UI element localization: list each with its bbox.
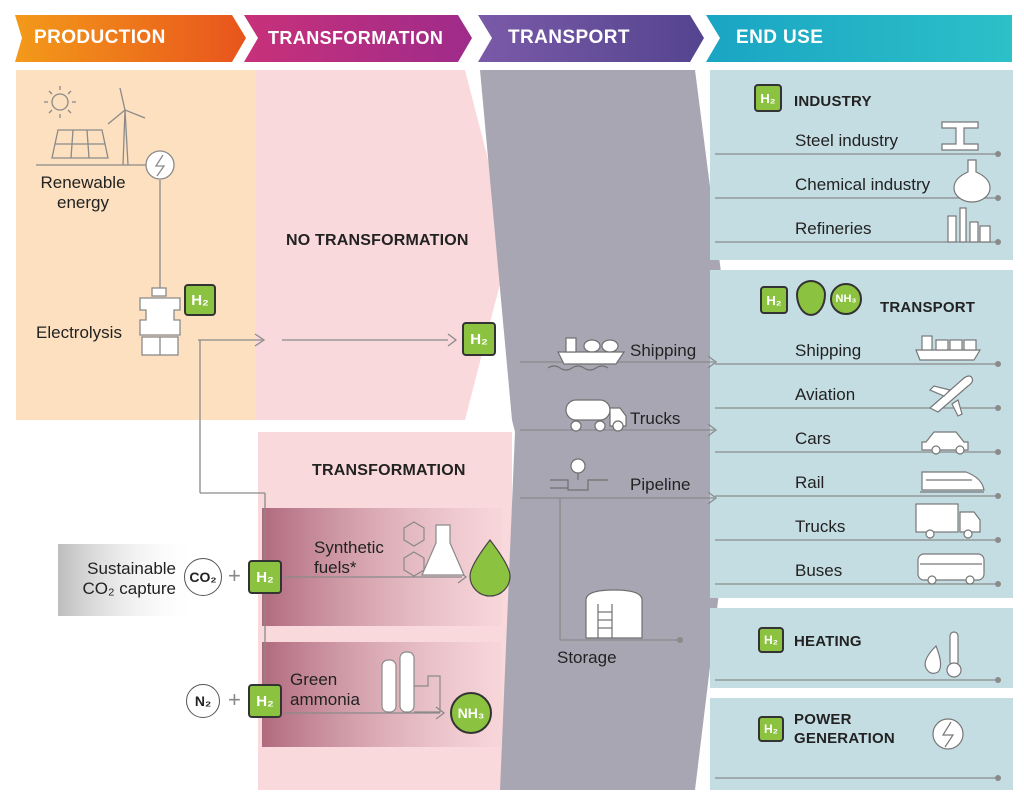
no-transformation-bg: [256, 70, 510, 420]
renewable-energy-label: Renewable energy: [40, 173, 126, 212]
power-icon: [932, 718, 964, 750]
nh3-label: NH₃: [457, 705, 485, 721]
storage-tank-icon: [585, 589, 643, 639]
heating-icon: [924, 631, 962, 678]
h2-label: H₂: [256, 692, 274, 710]
fuel-drop-icon: [469, 539, 511, 597]
pipeline-label: Pipeline: [630, 475, 691, 494]
h2-label: H₂: [256, 568, 274, 586]
power-title-line1: POWER: [794, 711, 852, 728]
hexagon-molecule-icon: [403, 521, 425, 577]
nh3-circle: NH₃: [450, 692, 492, 734]
nh3-label: NH₃: [835, 293, 857, 305]
co2-capture-band: [58, 544, 198, 616]
transport-item: Aviation: [795, 385, 856, 404]
nh3-badge-transport: NH₃: [830, 283, 862, 315]
production-header-bar: [15, 15, 246, 62]
h2-badge-synthetic: H₂: [248, 560, 282, 594]
production-bg: [16, 70, 271, 420]
transport-item: Rail: [795, 473, 825, 492]
h2-label: H₂: [766, 292, 782, 308]
transport-item: Cars: [795, 429, 831, 448]
fuel-drop-badge: [796, 280, 826, 316]
transport-item: Buses: [795, 561, 843, 580]
solar-panel-icon: [36, 129, 150, 166]
pipeline-icon: [550, 458, 608, 491]
transport-item: Shipping: [795, 341, 862, 360]
synthetic-fuels-band: [262, 508, 502, 626]
electrolyser-icon: [139, 287, 181, 356]
steel-beam-icon: [941, 121, 979, 151]
car-icon: [921, 431, 969, 455]
end-use-header: END USE: [736, 27, 824, 48]
co2-capture-label-line2: CO₂ capture: [82, 579, 176, 598]
ammonia-plant-icon: [381, 651, 441, 713]
co2-label: CO₂: [189, 569, 217, 585]
waves-icon: [547, 365, 609, 371]
transport-end-use-title: TRANSPORT: [880, 299, 976, 316]
industry-item: Chemical industry: [795, 175, 931, 194]
h2-badge-heating: H₂: [758, 627, 784, 653]
h2-label: H₂: [191, 291, 209, 309]
end-use-header-bar: [706, 15, 1012, 62]
n2-label: N₂: [194, 693, 212, 709]
flask-icon: [421, 524, 465, 576]
transport-header-bar: [478, 15, 704, 62]
transport-item: Trucks: [795, 517, 846, 536]
ship-icon: [557, 337, 626, 365]
h2-badge-electrolysis: H₂: [184, 284, 216, 316]
industry-item: Steel industry: [795, 131, 898, 150]
refinery-icon: [947, 207, 991, 243]
h2-badge-transport: H₂: [760, 286, 788, 314]
h2-badge-industry: H₂: [754, 84, 782, 112]
electrolysis-label: Electrolysis: [36, 323, 122, 342]
h2-label: H₂: [764, 633, 778, 647]
chemical-flask-icon: [953, 159, 991, 203]
transformation-header: TRANSFORMATION: [268, 27, 444, 48]
n2-circle: N₂: [186, 684, 220, 718]
transformation-header-bar: [244, 15, 472, 62]
wind-turbine-icon: [107, 87, 146, 166]
electricity-icon: [145, 150, 175, 180]
bus-icon: [917, 553, 985, 585]
transport-box: [710, 270, 1013, 598]
production-header: PRODUCTION: [34, 27, 166, 48]
co2-capture-label-line1: Sustainable: [87, 559, 176, 578]
h2-badge-no-transformation: H₂: [462, 322, 496, 356]
trucks-transport-label: Trucks: [630, 409, 681, 428]
train-icon: [920, 471, 985, 493]
h2-badge-power: H₂: [758, 716, 784, 742]
plus-co2: +: [228, 563, 241, 588]
industry-title: INDUSTRY: [794, 93, 872, 110]
h2-label: H₂: [764, 722, 778, 736]
synthetic-fuels-label: Synthetic fuels*: [314, 538, 384, 577]
shipping-transport-label: Shipping: [630, 341, 697, 360]
tank-truck-icon: [565, 399, 627, 432]
transformation-label: TRANSFORMATION: [312, 462, 466, 479]
h2-label: H₂: [760, 90, 776, 106]
heating-title: HEATING: [794, 633, 862, 650]
sun-icon: [44, 86, 76, 118]
h2-badge-ammonia: H₂: [248, 684, 282, 718]
airplane-icon: [928, 375, 974, 417]
transport-header: TRANSPORT: [508, 27, 630, 48]
no-transformation-label: NO TRANSFORMATION: [286, 232, 469, 249]
industry-item: Refineries: [795, 219, 872, 238]
co2-circle: CO₂: [184, 558, 222, 596]
container-ship-icon: [915, 335, 982, 361]
h2-label: H₂: [470, 330, 488, 348]
power-box: [710, 698, 1013, 790]
power-title-line2: GENERATION: [794, 730, 895, 747]
storage-label: Storage: [557, 648, 617, 667]
green-ammonia-label: Green ammonia: [290, 670, 360, 709]
truck-icon: [915, 503, 981, 539]
plus-n2: +: [228, 687, 241, 712]
